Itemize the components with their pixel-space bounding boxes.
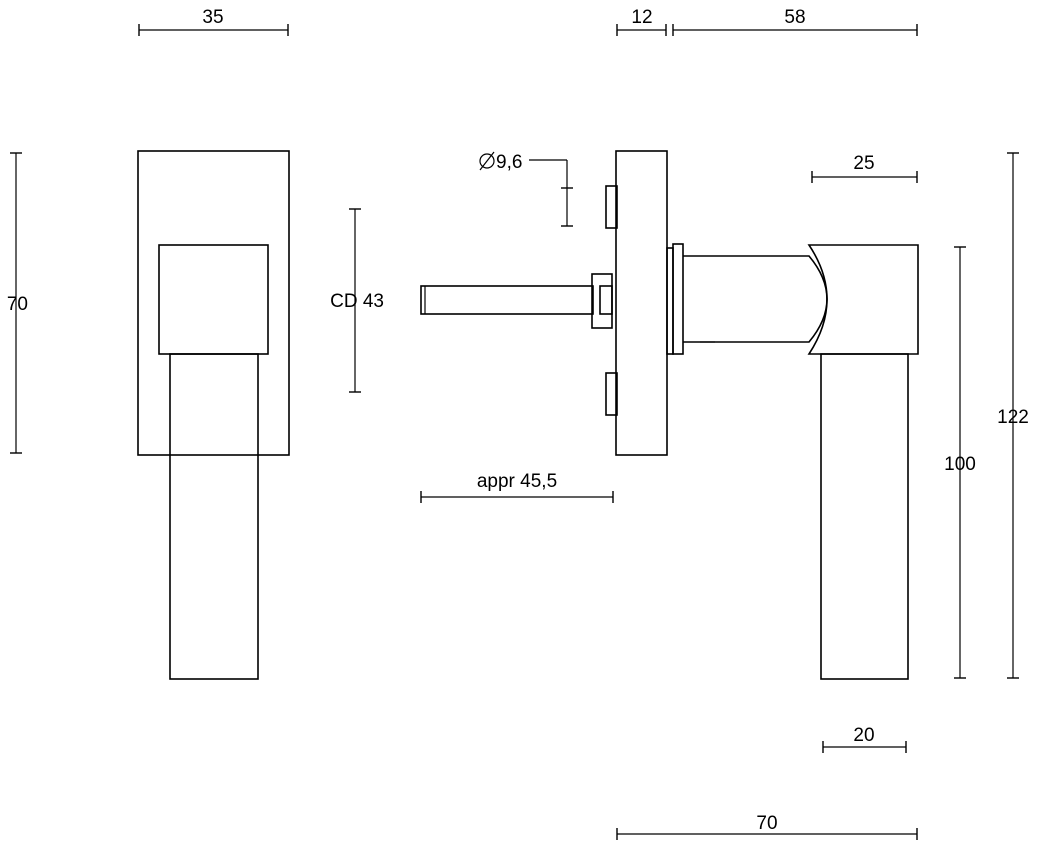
dim-lever-length: 100 bbox=[944, 246, 976, 679]
dim-spindle-length: appr 45,5 bbox=[420, 471, 614, 503]
neck-ring-outer bbox=[666, 247, 674, 355]
label-handle-projection: 58 bbox=[784, 7, 805, 28]
label-overall-projection: 70 bbox=[756, 813, 777, 834]
spindle-collar-inner bbox=[599, 285, 613, 315]
spindle-collar bbox=[591, 273, 613, 329]
dim-handle-projection: 58 bbox=[672, 7, 918, 36]
dim-front-width: 35 bbox=[138, 7, 289, 36]
screw-bottom bbox=[605, 372, 618, 416]
dim-front-height: 70 bbox=[7, 152, 28, 454]
label-spindle-diameter: 9,6 bbox=[496, 152, 522, 173]
label-lever-length: 100 bbox=[944, 454, 976, 475]
dim-spindle-diameter: 9,6 bbox=[479, 151, 573, 227]
label-rose-depth: 12 bbox=[631, 7, 652, 28]
side-rose-plate bbox=[615, 150, 668, 456]
label-front-height: 70 bbox=[7, 294, 28, 315]
side-lever-stem bbox=[820, 353, 909, 680]
label-overall-height: 122 bbox=[997, 407, 1029, 428]
label-spindle-length: appr 45,5 bbox=[477, 471, 557, 492]
dim-overall-height: 122 bbox=[997, 152, 1029, 679]
neck-ring bbox=[672, 243, 684, 355]
side-view bbox=[420, 150, 919, 680]
spindle bbox=[420, 285, 594, 315]
label-center-distance: CD 43 bbox=[330, 291, 384, 312]
dim-center-distance: CD 43 bbox=[330, 208, 384, 393]
lever-neck bbox=[683, 255, 828, 343]
dim-overall-projection: 70 bbox=[616, 813, 918, 840]
front-rose-plate bbox=[137, 150, 290, 456]
diameter-symbol-icon bbox=[479, 153, 495, 169]
label-lever-head-width: 25 bbox=[853, 153, 874, 174]
label-front-width: 35 bbox=[202, 7, 223, 28]
dim-lever-width: 20 bbox=[822, 725, 907, 753]
screw-top bbox=[605, 185, 618, 229]
front-lever-stem bbox=[169, 353, 259, 680]
front-lever-head bbox=[158, 244, 269, 355]
side-lever-head bbox=[807, 244, 919, 355]
label-lever-width: 20 bbox=[853, 725, 874, 746]
front-view bbox=[137, 150, 290, 680]
dim-rose-depth: 12 bbox=[616, 7, 667, 36]
dim-lever-head-width: 25 bbox=[811, 153, 918, 183]
